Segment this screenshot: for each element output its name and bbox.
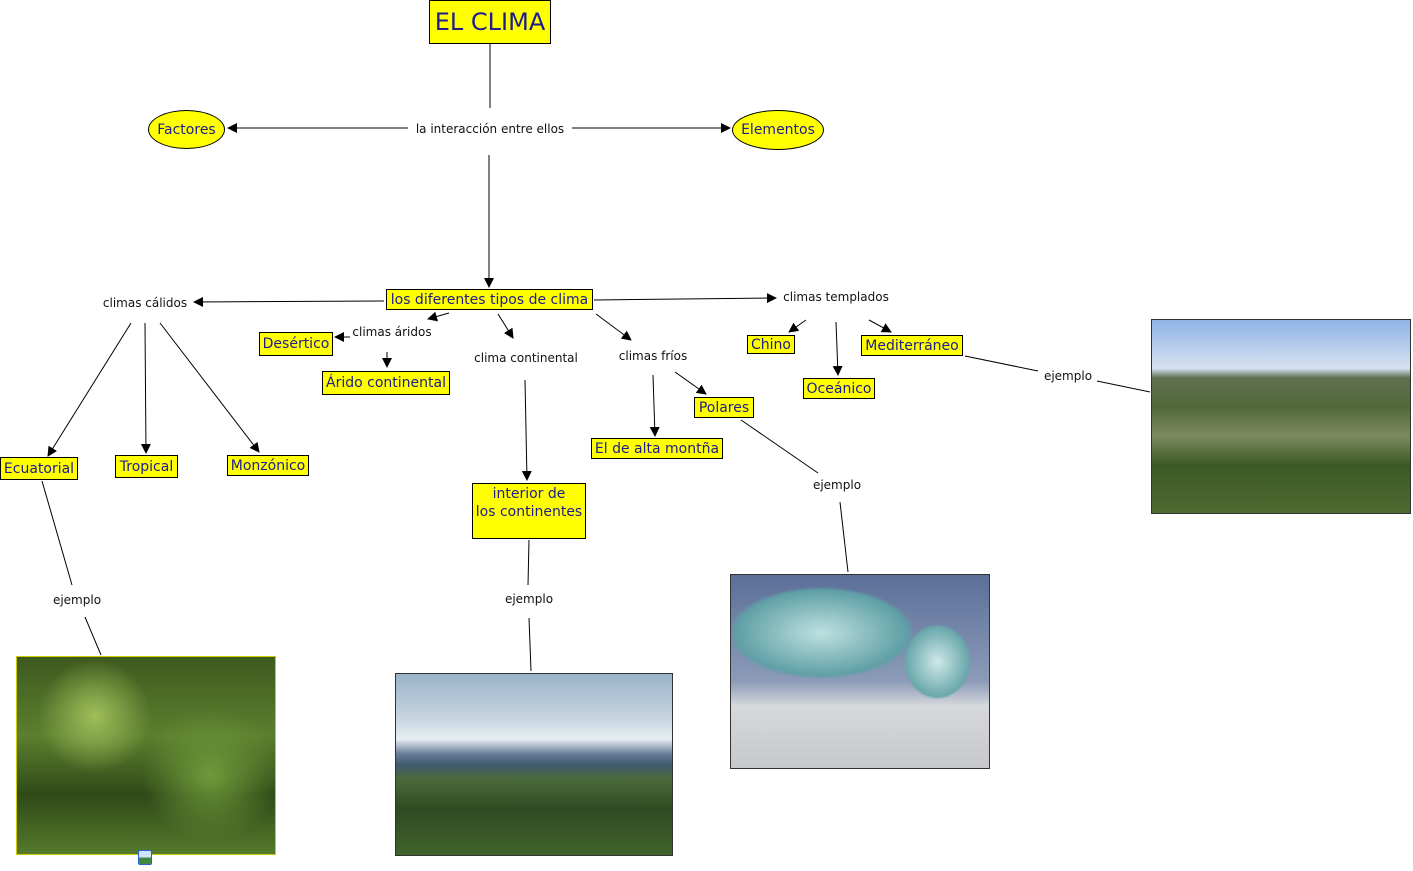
concept-oceanico[interactable]: Oceánico [803,378,875,399]
arrow-connector [47,322,132,457]
line-connector [1096,380,1151,393]
concept-text-line: interior de [492,486,566,502]
link-clima-continental[interactable]: clima continental [472,351,580,365]
line-connector [839,501,849,573]
link-ejemplo[interactable]: ejemplo [1041,369,1095,383]
link-ejemplo[interactable]: ejemplo [50,593,104,607]
concept-arido-continental[interactable]: Árido continental [322,371,450,395]
line-connector [41,480,73,586]
concept-polares[interactable]: Polares [694,397,754,418]
concept-tropical[interactable]: Tropical [115,455,178,478]
jungle-photo[interactable] [16,656,276,855]
arrow-connector [674,371,707,395]
concept-alta-montana[interactable]: El de alta montña [591,438,723,459]
arrow-connector [140,322,151,454]
line-connector [964,355,1039,372]
arrow-connector [788,319,807,333]
image-icon[interactable] [138,850,152,865]
link-interaccion[interactable]: la interacción entre ellos [413,122,567,136]
line-connector [528,617,532,672]
arrow-connector [497,313,514,339]
arrow-connector [193,296,385,307]
line-connector [84,616,102,656]
mediterranean-forest-photo[interactable] [1151,319,1411,514]
concept-elementos[interactable]: Elementos [732,110,824,150]
link-climas-frios[interactable]: climas fríos [616,349,690,363]
line-connector [527,539,530,586]
line-connector [740,419,819,474]
arrow-connector [159,322,260,453]
concept-factores[interactable]: Factores [148,110,225,149]
concept-desertico[interactable]: Desértico [259,332,333,356]
arrow-connector [595,313,632,341]
continental-landscape-photo[interactable] [395,673,673,856]
link-climas-aridos[interactable]: climas áridos [350,325,434,339]
concept-chino[interactable]: Chino [747,335,795,354]
link-climas-calidos[interactable]: climas cálidos [100,296,190,310]
concept-interior-continentes[interactable]: interior de los continentes [472,483,586,539]
link-ejemplo[interactable]: ejemplo [502,592,556,606]
arrow-connector [649,374,660,437]
concept-el-clima[interactable]: EL CLIMA [429,0,551,44]
concept-monzonico[interactable]: Monzónico [227,455,309,476]
arrow-connector [427,311,450,322]
concept-tipos-de-clima[interactable]: los diferentes tipos de clima [386,289,593,310]
polar-ice-photo[interactable] [730,574,990,769]
arrow-connector [593,293,777,304]
arrow-connector [521,379,532,481]
concept-mediterraneo[interactable]: Mediterráneo [861,335,963,356]
link-climas-templados[interactable]: climas templados [781,290,891,304]
concept-text-line: los continentes [475,504,583,520]
concept-ecuatorial[interactable]: Ecuatorial [0,457,78,480]
link-ejemplo[interactable]: ejemplo [810,478,864,492]
arrow-connector [868,319,892,333]
arrow-connector [832,321,843,376]
